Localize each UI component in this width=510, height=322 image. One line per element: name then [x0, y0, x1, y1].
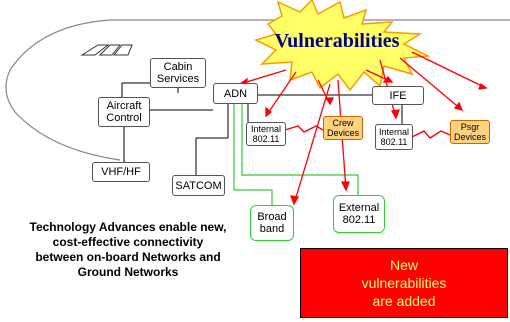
fuselage-outline — [5, 19, 510, 161]
node-ife: IFE — [372, 86, 424, 105]
node-vhf-hf: VHF/HF — [92, 162, 150, 182]
node-external: External 802.11 — [333, 195, 385, 233]
node-psgr-devices: Psgr Devices — [450, 120, 490, 144]
vulnerabilities-label: Vulnerabilities — [274, 30, 400, 52]
node-satcom: SATCOM — [172, 175, 225, 196]
wireless-links — [233, 104, 359, 205]
network-links — [121, 82, 403, 175]
node-adn: ADN — [213, 83, 258, 104]
node-aircraft-control: Aircraft Control — [98, 97, 150, 127]
vulnerability-arrows — [238, 51, 488, 206]
node-cabin-services: Cabin Services — [150, 58, 206, 88]
node-internal-adn: Internal 802.11 — [246, 122, 286, 146]
node-crew-devices: Crew Devices — [323, 116, 363, 140]
vulnerability-burst — [253, 0, 431, 92]
node-broadband: Broad band — [250, 205, 294, 241]
new-vulnerabilities-callout: New vulnerabilities are added — [300, 248, 508, 318]
technology-advances-text: Technology Advances enable new, cost-eff… — [29, 220, 227, 279]
node-internal-ife: Internal 802.11 — [375, 124, 413, 150]
lightning-links — [284, 125, 451, 139]
cockpit-windows-icon — [80, 44, 133, 56]
